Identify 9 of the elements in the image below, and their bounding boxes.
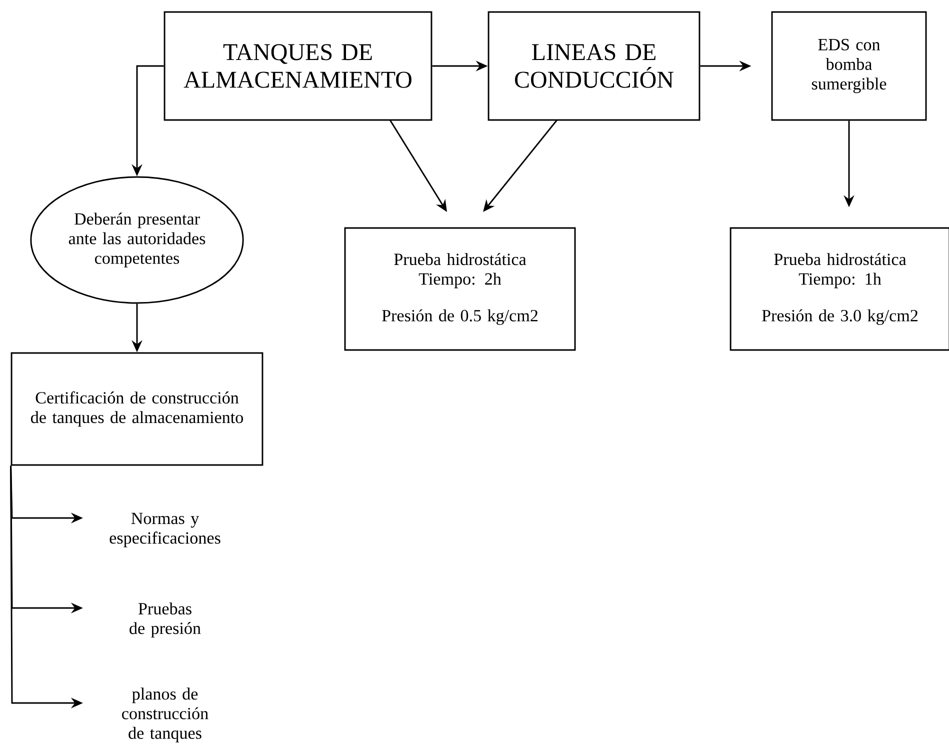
process-box: LINEAS DE CONDUCCIÓN	[488, 11, 700, 121]
process-box: EDS con bomba sumergible	[771, 11, 927, 121]
process-box: TANQUES DE ALMACENAMIENTO	[164, 11, 432, 121]
list-item: planos de construcción de tanques	[122, 688, 208, 742]
certificate-box: Certificación de construcción de tanques de almacenamiento	[10, 352, 264, 466]
list-item: Normas y especificaciones	[110, 512, 220, 548]
list-item: Pruebas de presión	[130, 602, 201, 638]
result-box: Prueba hidrostática Tiempo: 2h Presión de 0.5 kg/cm2	[344, 227, 576, 351]
result-box: Prueba hidrostática Tiempo: 1h Presión de 3.0 kg/cm2	[730, 227, 949, 351]
